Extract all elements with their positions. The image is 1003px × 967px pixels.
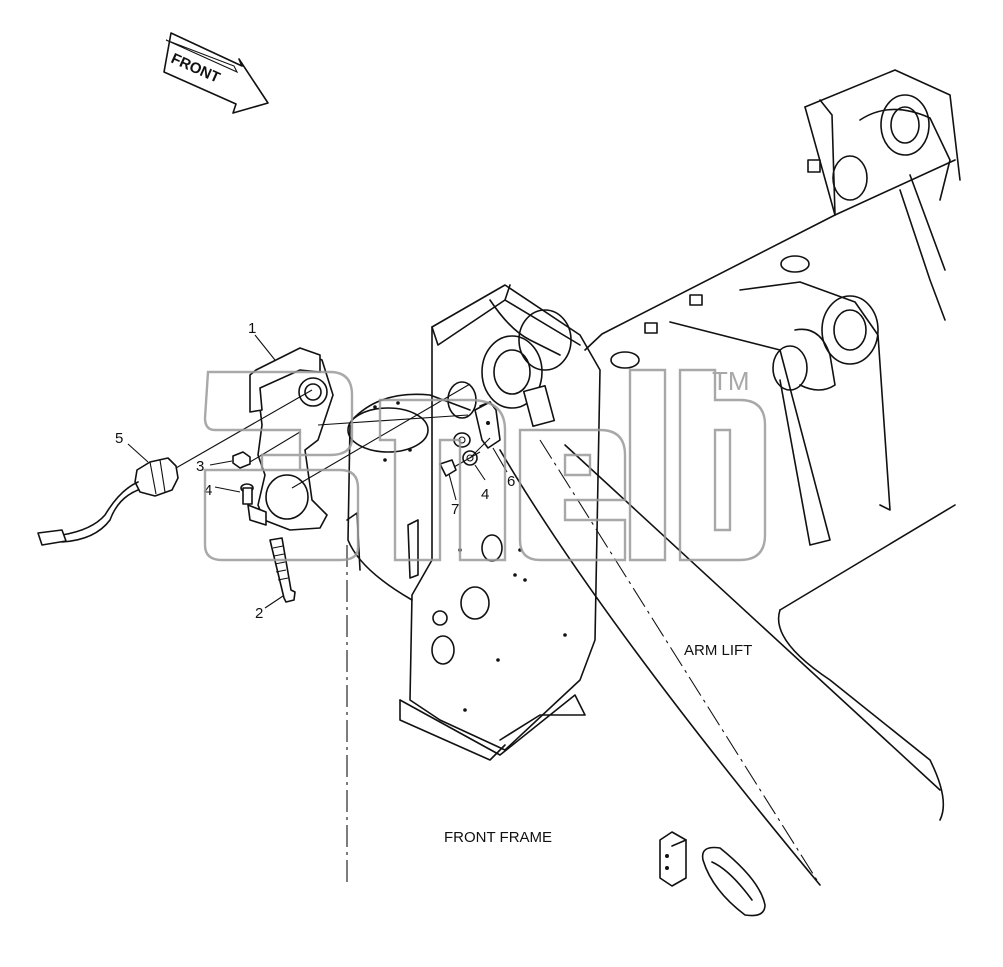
front-frame-assembly (346, 284, 601, 761)
watermark-logo: TM (203, 366, 767, 562)
trademark-symbol: TM (712, 366, 750, 396)
callout-4-left: 4 (204, 482, 212, 499)
front-frame-label: FRONT FRAME (444, 829, 552, 846)
callout-3: 3 (196, 458, 204, 475)
callout-4-right: 4 (481, 486, 489, 503)
part-3-nut (232, 451, 251, 469)
leader-lines (127, 334, 508, 609)
front-direction-arrow: FRONT (163, 32, 269, 114)
callout-numbers: 1 2 3 4 4 5 6 7 (115, 320, 515, 622)
part-4-washer-left (240, 483, 254, 505)
loose-parts (659, 831, 766, 917)
center-lines (346, 439, 821, 886)
callout-2: 2 (255, 605, 263, 622)
arm-lift-label: ARM LIFT (684, 642, 752, 659)
callout-1: 1 (248, 320, 256, 337)
arm-lift-assembly (499, 69, 961, 886)
callout-6: 6 (507, 473, 515, 490)
part-2-bolt (269, 537, 296, 603)
callout-7: 7 (451, 501, 459, 518)
part-1-bracket (247, 347, 334, 531)
part-7-bolt (439, 432, 471, 477)
frame-bolt-holes (373, 401, 567, 712)
part-6-plate (474, 401, 501, 449)
callout-5: 5 (115, 430, 123, 447)
part-5-proximity-sensor (37, 457, 179, 546)
